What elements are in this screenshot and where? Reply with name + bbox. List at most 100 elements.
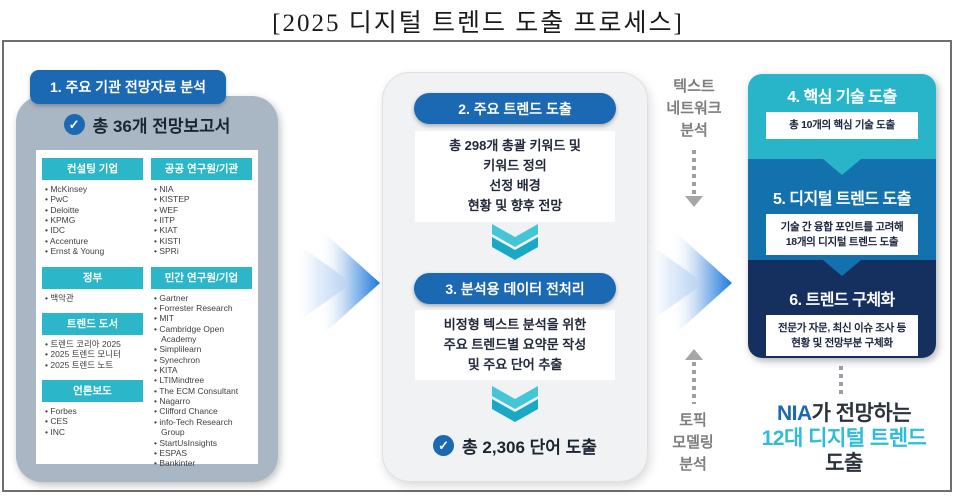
list-item: Forrester Research: [154, 303, 252, 313]
step3-header: 3. 분석용 데이터 전처리: [414, 273, 616, 304]
word-count-row: ✓ 총 2,306 단어 도출: [383, 433, 647, 458]
text-network-label: 텍스트 네트워크 분석: [666, 78, 722, 139]
result-line1: NIA가 전망하는: [738, 402, 950, 427]
list-item: MIT: [154, 313, 252, 323]
step6-section: 6. 트렌드 구체화 전문가 자문, 최신 이슈 조사 등 현황 및 전망부분 …: [748, 260, 936, 358]
step2-header: 2. 주요 트렌드 도출: [414, 93, 616, 124]
step1-header: 1. 주요 기관 전망자료 분석: [30, 70, 226, 104]
list-item: The ECM Consultant: [154, 386, 252, 396]
list-item: McKinsey: [45, 184, 143, 194]
category-list: ForbesCESINC: [42, 406, 143, 437]
list-item: NIA: [154, 184, 252, 194]
list-item: 백악관: [45, 293, 143, 303]
step3-body: 비정형 텍스트 분석을 위한 주요 트렌드별 요약문 작성 및 주요 단어 추출: [415, 310, 615, 381]
check-icon: ✓: [63, 114, 85, 135]
step5-header: 5. 디지털 트렌드 도출: [773, 191, 911, 208]
chevron-double-down-icon: [492, 224, 538, 260]
report-count-label: 총 36개 전망보고서: [92, 117, 231, 136]
check-icon: ✓: [433, 435, 455, 456]
step1-panel: ✓ 총 36개 전망보고서 컨설팅 기업 McKinseyPwCDeloitte…: [16, 96, 278, 482]
list-item: Bankinter: [154, 458, 252, 468]
result-line3: 도출: [825, 451, 863, 475]
step2-body: 총 298개 총괄 키워드 및 키워드 정의 선정 배경 현황 및 향후 전망: [415, 131, 615, 222]
step5-section: 5. 디지털 트렌드 도출 기술 간 융합 포인트를 고려해 18개의 디지털 …: [748, 159, 936, 260]
list-item: Forbes: [45, 406, 143, 416]
list-item: Accenture: [45, 236, 143, 246]
notch-down-icon: [823, 260, 861, 276]
step456-panel: 4. 핵심 기술 도출 총 10개의 핵심 기술 도출 5. 디지털 트렌드 도…: [748, 74, 936, 358]
category-list: NIAKISTEPWEFIITPKIATKISTISPRi: [151, 184, 252, 257]
category-header: 공공 연구원/기관: [151, 158, 252, 180]
flow-arrow-right-icon: [648, 229, 732, 337]
category-group-media: 언론보도 ForbesCESINC: [42, 370, 143, 437]
list-item: Gartner: [154, 293, 252, 303]
result-line1-rest: 가 전망하는: [811, 402, 912, 425]
list-item: KISTI: [154, 236, 252, 246]
step4-section: 4. 핵심 기술 도출 총 10개의 핵심 기술 도출: [748, 74, 936, 159]
list-item: Nagarro: [154, 396, 252, 406]
list-item: info-Tech Research Group: [154, 417, 252, 438]
list-item: KISTEP: [154, 194, 252, 204]
list-item: KPMG: [45, 215, 143, 225]
list-item: SPRi: [154, 246, 252, 256]
flow-arrow-right-icon: [296, 229, 380, 337]
list-item: 2025 트렌드 노트: [45, 360, 143, 370]
list-item: Deloitte: [45, 205, 143, 215]
report-count-row: ✓ 총 36개 전망보고서: [16, 112, 278, 137]
step5-body: 기술 간 융합 포인트를 고려해 18개의 디지털 트렌드 도출: [766, 214, 918, 256]
category-list: 백악관: [42, 293, 143, 303]
list-item: IDC: [45, 225, 143, 235]
list-item: Clifford Chance: [154, 406, 252, 416]
category-header: 트렌드 도서: [42, 312, 143, 335]
chevron-double-down-icon: [492, 386, 538, 422]
notch-down-icon: [823, 159, 861, 175]
source-column-right: 공공 연구원/기관 NIAKISTEPWEFIITPKIATKISTISPRi …: [151, 158, 252, 468]
list-item: CES: [45, 416, 143, 426]
step4-body: 총 10개의 핵심 기술 도출: [766, 112, 918, 139]
dashed-line: [692, 150, 696, 196]
category-group-government: 정부 백악관: [42, 257, 143, 303]
final-result-text: NIA가 전망하는 12대 디지털 트렌드 도출: [738, 402, 950, 476]
word-count-label: 총 2,306 단어 도출: [462, 438, 597, 457]
page-title: [2025 디지털 트렌드 도출 프로세스]: [272, 10, 684, 37]
list-item: KITA: [154, 365, 252, 375]
result-line2: 12대 디지털 트렌드: [761, 426, 927, 450]
category-list: 트렌드 코리아 20252025 트렌드 모니터2025 트렌드 노트: [42, 339, 143, 370]
category-group-public-research: 공공 연구원/기관 NIAKISTEPWEFIITPKIATKISTISPRi: [151, 158, 252, 257]
list-item: INC: [45, 427, 143, 437]
step6-body: 전문가 자문, 최신 이슈 조사 등 현황 및 전망부분 구체화: [766, 315, 918, 357]
list-item: IITP: [154, 215, 252, 225]
step4-header: 4. 핵심 기술 도출: [787, 89, 897, 106]
list-item: KIAT: [154, 225, 252, 235]
list-item: 2025 트렌드 모니터: [45, 349, 143, 359]
list-item: 트렌드 코리아 2025: [45, 339, 143, 349]
category-header: 컨설팅 기업: [42, 158, 143, 180]
dashed-line: [692, 362, 696, 404]
category-list: GartnerForrester ResearchMITCambridge Op…: [151, 293, 252, 469]
category-header: 민간 연구원/기업: [151, 266, 252, 289]
dashed-arrow-down-icon: [685, 196, 703, 207]
category-header: 언론보도: [42, 379, 143, 402]
category-header: 정부: [42, 266, 143, 289]
list-item: PwC: [45, 194, 143, 204]
list-item: ESPAS: [154, 448, 252, 458]
list-item: Ernst & Young: [45, 246, 143, 256]
list-item: Cambridge Open Academy: [154, 324, 252, 345]
dashed-line: [839, 366, 843, 396]
result-nia: NIA: [776, 402, 812, 425]
category-group-trend-books: 트렌드 도서 트렌드 코리아 20252025 트렌드 모니터2025 트렌드 …: [42, 303, 143, 370]
list-item: LTIMindtree: [154, 375, 252, 385]
source-list-box: 컨설팅 기업 McKinseyPwCDeloitteKPMGIDCAccentu…: [36, 150, 258, 468]
category-group-private-research: 민간 연구원/기업 GartnerForrester ResearchMITCa…: [151, 257, 252, 469]
dashed-arrow-up-icon: [685, 349, 703, 360]
category-list: McKinseyPwCDeloitteKPMGIDCAccentureErnst…: [42, 184, 143, 257]
list-item: Simplilearn: [154, 344, 252, 354]
category-group-consulting: 컨설팅 기업 McKinseyPwCDeloitteKPMGIDCAccentu…: [42, 158, 143, 257]
list-item: WEF: [154, 205, 252, 215]
list-item: StartUsInsights: [154, 438, 252, 448]
source-column-left: 컨설팅 기업 McKinseyPwCDeloitteKPMGIDCAccentu…: [42, 158, 143, 456]
list-item: Synechron: [154, 355, 252, 365]
step6-header: 6. 트렌드 구체화: [789, 292, 895, 309]
step23-panel: 2. 주요 트렌드 도출 총 298개 총괄 키워드 및 키워드 정의 선정 배…: [382, 72, 648, 482]
topic-modeling-label: 토픽 모델링 분석: [672, 412, 714, 473]
